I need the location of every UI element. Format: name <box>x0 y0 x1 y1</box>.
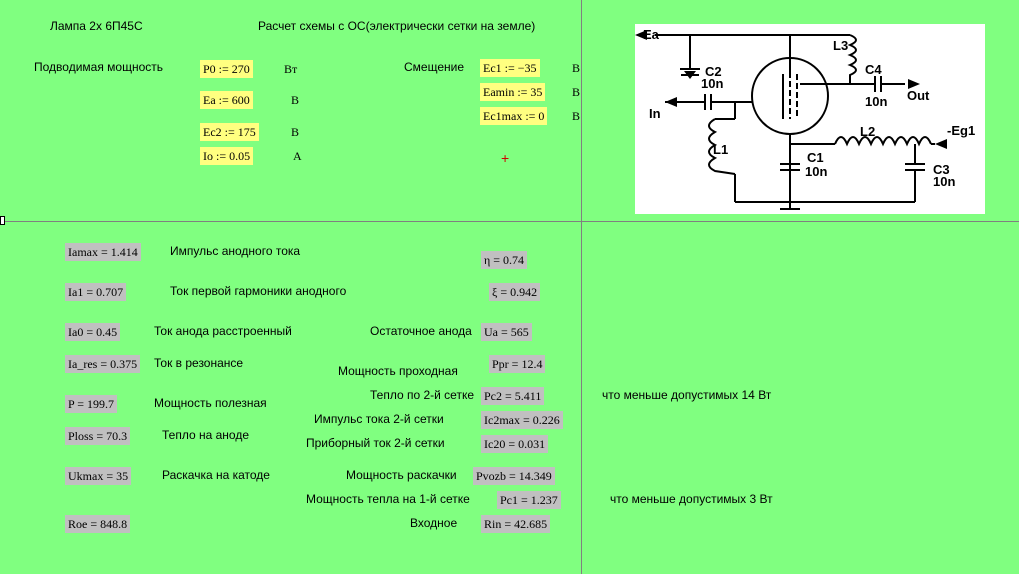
lamp-title: Лампа 2х 6П45С <box>50 19 143 33</box>
pc2-label: Тепло по 2-й сетке <box>370 388 475 402</box>
io-definition[interactable]: Io := 0.05 <box>200 147 254 165</box>
region-divider-vertical <box>581 0 582 574</box>
schematic-eg1-label: -Eg1 <box>947 123 975 138</box>
io-unit: А <box>293 149 302 163</box>
p-label: Мощность полезная <box>154 396 267 410</box>
schematic-c3-value: 10n <box>933 174 955 189</box>
ppr-label: Мощность проходная <box>338 364 458 378</box>
ua-result[interactable]: Ua = 565 <box>481 323 532 341</box>
pc1-result[interactable]: Pc1 = 1.237 <box>497 491 561 509</box>
ua-label: Остаточное анода <box>370 324 472 338</box>
pc1-label: Мощность тепла на 1-й сетке <box>306 492 470 506</box>
power-label: Подводимая мощность <box>34 60 163 74</box>
pc2-note: что меньше допустимых 14 Вт <box>602 388 772 402</box>
schematic-c4-label: C4 <box>865 62 882 77</box>
roe-result[interactable]: Roe = 848.8 <box>65 515 131 533</box>
schematic-c4-value: 10n <box>865 94 887 109</box>
eta-result[interactable]: η = 0.74 <box>481 251 528 269</box>
ppr-result[interactable]: Ppr = 12.4 <box>489 355 546 373</box>
ec2-unit: В <box>291 125 300 139</box>
calc-title: Расчет схемы с ОС(электрически сетки на … <box>258 19 536 33</box>
bias-label: Смещение <box>404 60 465 74</box>
pvozb-label: Мощность раскачки <box>346 468 457 482</box>
insertion-cursor: + <box>501 150 510 166</box>
eamin-unit: В <box>572 85 581 99</box>
schematic-l2-label: L2 <box>860 124 875 139</box>
pc2-result[interactable]: Pc2 = 5.411 <box>481 387 545 405</box>
ec1max-definition[interactable]: Ec1max := 0 <box>480 107 548 125</box>
xi-result[interactable]: ξ = 0.942 <box>489 283 541 301</box>
ic20-label: Приборный ток 2-й сетки <box>306 436 445 450</box>
circuit-schematic: Ea C2 10n L3 C4 10n Out In L2 -Eg1 L1 C1… <box>635 24 985 214</box>
rin-result[interactable]: Rin = 42.685 <box>481 515 551 533</box>
ec2-definition[interactable]: Ec2 := 175 <box>200 123 259 141</box>
ia0-result[interactable]: Ia0 = 0.45 <box>65 323 121 341</box>
schematic-c1-label: C1 <box>807 150 824 165</box>
schematic-out-label: Out <box>907 88 930 103</box>
schematic-ea-label: Ea <box>643 27 660 42</box>
schematic-in-label: In <box>649 106 661 121</box>
ploss-label: Тепло на аноде <box>162 428 249 442</box>
p0-definition[interactable]: P0 := 270 <box>200 60 253 78</box>
rin-label: Входное <box>410 516 458 530</box>
ia0-label: Ток анода расстроенный <box>154 324 292 338</box>
iamax-result[interactable]: Iamax = 1.414 <box>65 243 141 261</box>
ec1-unit: В <box>572 61 581 75</box>
schematic-c2-label: C2 <box>705 64 722 79</box>
ukmax-result[interactable]: Ukmax = 35 <box>65 467 132 485</box>
schematic-l1-label: L1 <box>713 142 728 157</box>
ic2max-label: Импульс тока 2-й сетки <box>314 412 444 426</box>
pc1-note: что меньше допустимых 3 Вт <box>610 492 773 506</box>
ec1max-unit: В <box>572 109 581 123</box>
region-divider-horizontal <box>0 221 1019 222</box>
region-marker[interactable] <box>0 216 5 225</box>
iamax-label: Импульс анодного тока <box>170 244 301 258</box>
p-result[interactable]: P = 199.7 <box>65 395 117 413</box>
schematic-c3-label: C3 <box>933 162 950 177</box>
pvozb-result[interactable]: Pvozb = 14.349 <box>473 467 555 485</box>
ic20-result[interactable]: Ic20 = 0.031 <box>481 435 549 453</box>
ia1-label: Ток первой гармоники анодного <box>170 284 347 298</box>
ukmax-label: Раскачка на катоде <box>162 468 270 482</box>
ic2max-result[interactable]: Ic2max = 0.226 <box>481 411 563 429</box>
ec1-definition[interactable]: Ec1 := −35 <box>480 59 540 77</box>
p0-unit: Вт <box>284 62 298 76</box>
ea-unit: В <box>291 93 300 107</box>
schematic-c2-value: 10n <box>701 76 723 91</box>
schematic-l3-label: L3 <box>833 38 848 53</box>
eamin-definition[interactable]: Eamin := 35 <box>480 83 546 101</box>
ea-definition[interactable]: Ea := 600 <box>200 91 253 109</box>
schematic-c1-value: 10n <box>805 164 827 179</box>
ia-res-label: Ток в резонансе <box>154 356 244 370</box>
ploss-result[interactable]: Ploss = 70.3 <box>65 427 131 445</box>
ia1-result[interactable]: Ia1 = 0.707 <box>65 283 127 301</box>
ia-res-result[interactable]: Ia_res = 0.375 <box>65 355 141 373</box>
